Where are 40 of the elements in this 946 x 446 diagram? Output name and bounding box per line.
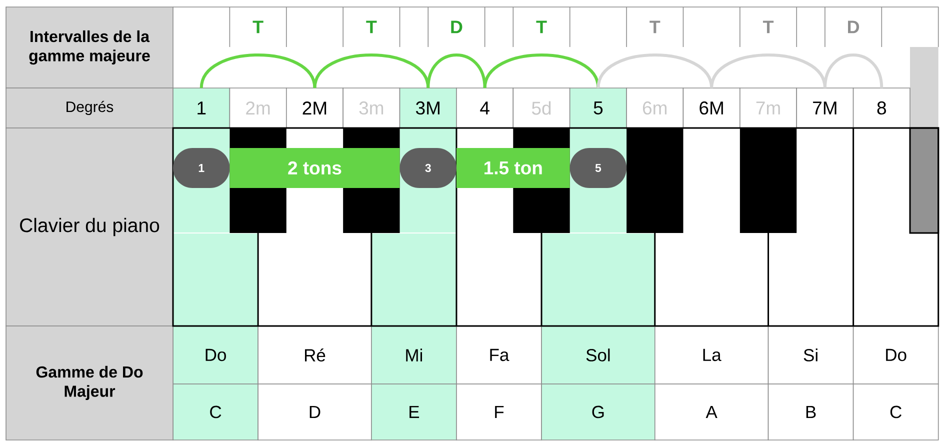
edge-label: T [536, 20, 547, 34]
table-cell: La [654, 326, 769, 384]
table-cell: Do [172, 326, 258, 384]
table-cell: B [768, 384, 854, 440]
table-cell: C [852, 384, 939, 440]
edge-label: D [848, 20, 860, 34]
arc [483, 54, 600, 88]
table-cell: Fa [456, 326, 542, 384]
table-cell: A [654, 384, 769, 440]
edge-label: T [252, 20, 264, 34]
table-cell: E [371, 384, 457, 440]
table-cell: Sol [541, 326, 656, 384]
table-cell: F [456, 384, 542, 440]
table-cell: Ré [258, 326, 372, 384]
table-cell: Do [852, 326, 939, 384]
table-cell: 1 [172, 88, 230, 128]
table-cell: 6M [682, 88, 740, 128]
edge-label: T [650, 20, 660, 34]
table-cell: Si [768, 326, 854, 384]
edge-label: D [451, 20, 462, 34]
table-cell: 8 [852, 88, 910, 128]
table-cell: 2M [286, 88, 344, 128]
table-cell: 3M [399, 88, 457, 128]
table-cell: G [541, 384, 656, 440]
table-cell: D [258, 384, 372, 440]
table-cell: 4 [456, 88, 514, 128]
table-cell: 5 [569, 88, 627, 128]
arc [426, 54, 486, 88]
table-cell: C [172, 384, 258, 440]
arc [823, 54, 884, 88]
edge-label: T [366, 20, 377, 34]
arc [596, 54, 714, 88]
table-cell: Mi [371, 326, 457, 384]
arc [710, 54, 826, 88]
arc [313, 54, 430, 88]
table-cell: 7M [796, 88, 854, 128]
edge-label: T [762, 20, 774, 34]
header-cell: Degrés [6, 88, 174, 128]
arc [200, 54, 316, 88]
header-cell: Gamme de Do Majeur [6, 326, 174, 440]
